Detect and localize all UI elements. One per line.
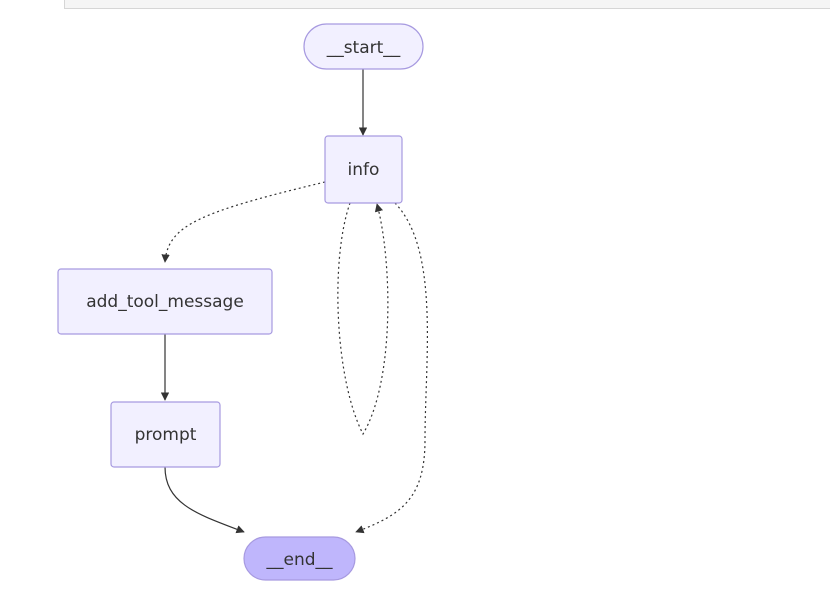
node-start[interactable]: __start__	[303, 23, 424, 70]
node-info-label: info	[348, 160, 380, 180]
node-add-tool-message[interactable]: add_tool_message	[57, 268, 273, 335]
edge-info-self-loop	[337, 202, 389, 436]
node-add-tool-message-label: add_tool_message	[86, 292, 244, 312]
node-info[interactable]: info	[324, 135, 403, 204]
node-end[interactable]: __end__	[243, 536, 356, 581]
node-start-label: __start__	[326, 38, 401, 58]
edge-info-to-add-tool-message	[161, 181, 326, 263]
node-prompt-label: prompt	[135, 425, 197, 445]
node-prompt[interactable]: prompt	[110, 401, 221, 468]
edge-prompt-to-end	[164, 466, 245, 534]
notebook-cell-output-area	[64, 0, 830, 9]
node-end-label: __end__	[265, 550, 333, 570]
edge-info-to-end	[355, 202, 428, 534]
